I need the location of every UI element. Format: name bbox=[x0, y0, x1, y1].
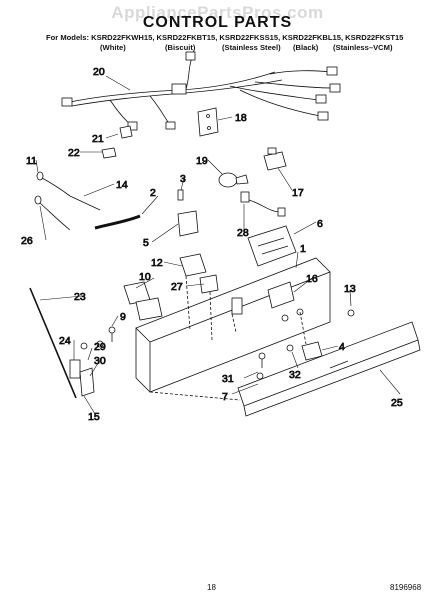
control-housing-part bbox=[135, 257, 331, 393]
callout-label: 4 bbox=[339, 341, 345, 353]
callout-label: 21 bbox=[92, 133, 104, 145]
assembly-guide-lines bbox=[149, 275, 307, 401]
control-board-part bbox=[247, 225, 297, 267]
wire-harness-part bbox=[61, 51, 341, 131]
screw-part bbox=[108, 326, 116, 342]
callout-label: 29 bbox=[94, 341, 106, 353]
variant-row: (White) (Biscuit) (Stainless Steel) (Bla… bbox=[0, 43, 435, 55]
callout-label: 13 bbox=[344, 283, 356, 295]
callout-label: 2 bbox=[150, 187, 156, 199]
variant-label: (Black) bbox=[293, 43, 319, 52]
callout-label: 23 bbox=[74, 291, 86, 303]
wire-clip-part bbox=[101, 125, 133, 159]
callout-label: 20 bbox=[93, 66, 105, 78]
rod-part bbox=[29, 287, 77, 399]
callout-label: 18 bbox=[235, 112, 247, 124]
callout-label: 10 bbox=[139, 271, 151, 283]
front-trim-panel-part bbox=[237, 321, 421, 417]
callout-label: 14 bbox=[116, 179, 128, 191]
callout-label: 1 bbox=[300, 243, 306, 255]
screw-part bbox=[347, 309, 355, 317]
lamp-socket-part bbox=[263, 147, 287, 171]
leader-lines bbox=[35, 75, 401, 415]
variant-label: (Biscuit) bbox=[165, 43, 196, 52]
watermark: AppliancePartsPros.com bbox=[111, 3, 324, 22]
callout-label: 17 bbox=[292, 187, 304, 199]
callout-label: 16 bbox=[306, 273, 318, 285]
variant-label: (Stainless Steel) bbox=[222, 43, 281, 52]
variant-label: (Stainless–VCM) bbox=[333, 43, 393, 52]
callout-label: 22 bbox=[68, 147, 80, 159]
callout-label: 9 bbox=[120, 311, 126, 323]
bracket-part bbox=[123, 253, 207, 305]
callout-label: 11 bbox=[26, 155, 37, 167]
callout-label: 24 bbox=[59, 335, 71, 347]
models-line: For Models: KSRD22FKWH15, KSRD22FKBT15, … bbox=[46, 33, 404, 42]
callout-label: 15 bbox=[88, 411, 100, 423]
callout-label: 7 bbox=[222, 391, 228, 403]
callout-label: 26 bbox=[21, 235, 33, 247]
thermistor-probe-part bbox=[34, 171, 101, 231]
light-bulb-part bbox=[218, 172, 249, 188]
label-part bbox=[135, 274, 219, 321]
page-number: 18 bbox=[207, 583, 216, 592]
callout-label: 32 bbox=[289, 369, 301, 381]
callout-labels: 1 2 3 4 5 6 7 9 10 11 12 13 14 15 16 17 … bbox=[21, 66, 404, 424]
cover-plate-part bbox=[197, 107, 219, 137]
callout-label: 25 bbox=[391, 397, 403, 409]
callout-label: 28 bbox=[237, 227, 249, 239]
document-number: 8196968 bbox=[390, 583, 422, 592]
callout-label: 12 bbox=[151, 257, 163, 269]
callout-label: 5 bbox=[143, 237, 149, 249]
switch-part bbox=[177, 189, 199, 237]
callout-label: 27 bbox=[171, 281, 183, 293]
callout-label: 30 bbox=[94, 355, 106, 367]
connector-wire-part bbox=[240, 191, 286, 217]
tube-part bbox=[94, 214, 141, 230]
callout-label: 6 bbox=[317, 218, 323, 230]
callout-label: 31 bbox=[222, 373, 234, 385]
callout-label: 19 bbox=[196, 155, 208, 167]
variant-label: (White) bbox=[100, 43, 126, 52]
callout-label: 3 bbox=[180, 173, 186, 185]
page-title: CONTROL PARTS bbox=[142, 14, 293, 31]
